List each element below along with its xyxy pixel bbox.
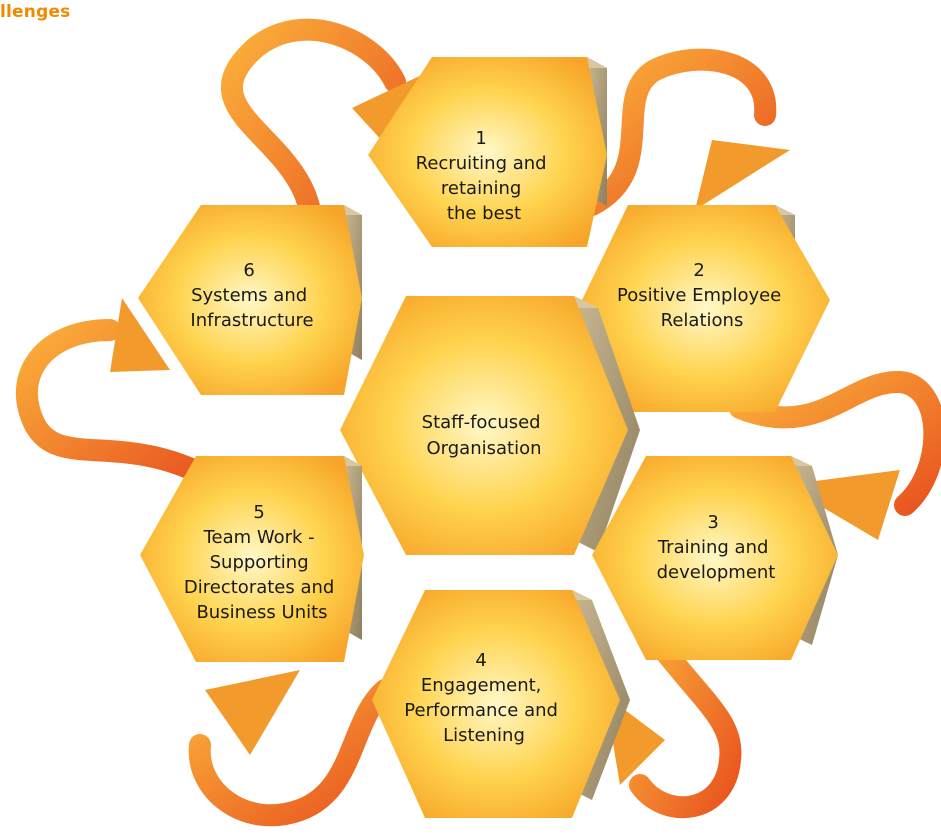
svg-text:Staff-focused Organisa: Staff-focused Organisation <box>422 412 547 459</box>
hexagon-1: 1 Recruiting and retaining the best <box>368 57 607 247</box>
hexagon-3: 3 Training and development <box>592 456 838 660</box>
center-line-2: Organisation <box>426 438 541 459</box>
arrow-3-to-4 <box>629 621 742 819</box>
hexagon-4-line-2: Performance and <box>404 700 558 721</box>
hexagon-2-line-1: Positive Employee <box>617 285 781 306</box>
hexagon-1-line-1: Recruiting and <box>416 153 547 174</box>
hexagon-6-line-1: Systems and <box>191 285 307 306</box>
hexagon-1-text: 1 Recruiting and retaining the best <box>416 128 553 224</box>
hexagon-4-line-1: Engagement, <box>421 675 542 696</box>
arrow-4-to-5 <box>188 679 396 827</box>
hexagon-6-number: 6 <box>243 260 254 281</box>
hexagon-3-number: 3 <box>707 512 718 533</box>
arrowhead-4-to-5 <box>205 670 300 755</box>
svg-text:2 Positive Employee: 2 Positive Employee Relations <box>617 260 787 331</box>
svg-text:4 Engagement,: 4 Engagement, Performance and Listening <box>404 650 563 746</box>
hexagon-5-line-1: Team Work - <box>203 527 315 548</box>
hexagon-center: Staff-focused Organisation <box>340 296 640 555</box>
hexagon-3-line-2: development <box>657 562 776 583</box>
hexagon-5-line-2: Supporting <box>210 552 309 573</box>
svg-text:3 Training and: 3 Training and development <box>657 512 776 583</box>
hexagon-2-number: 2 <box>693 260 704 281</box>
hexagon-1-number: 1 <box>475 128 486 149</box>
center-line-1: Staff-focused <box>422 412 541 433</box>
svg-text:5 Team Work -: 5 Team Work - Supporting Directorates an… <box>184 502 340 623</box>
hexagon-6: 6 Systems and Infrastructure <box>138 205 362 395</box>
hexagon-3-line-1: Training and <box>657 537 769 558</box>
hexagon-2-line-2: Relations <box>661 310 744 331</box>
arrow-5-to-6 <box>15 319 221 489</box>
hexagon-5-line-4: Business Units <box>196 602 327 623</box>
hexagon-5: 5 Team Work - Supporting Directorates an… <box>140 456 364 662</box>
hexagon-1-line-3: the best <box>447 203 521 224</box>
hexagon-4-line-3: Listening <box>443 725 525 746</box>
arrow-6-to-1 <box>220 18 406 259</box>
arrow-2-to-3 <box>729 371 941 516</box>
hexagon-5-line-3: Directorates and <box>184 577 334 598</box>
hexagon-2: 2 Positive Employee Relations <box>582 205 830 412</box>
header-title: llenges <box>0 2 71 22</box>
hexagon-4: 4 Engagement, Performance and Listening <box>372 590 630 818</box>
hexagon-5-number: 5 <box>253 502 264 523</box>
hexagon-1-line-2: retaining <box>441 178 521 199</box>
arrowhead-5-to-6 <box>110 298 170 372</box>
arrowhead-1-to-2 <box>695 140 790 210</box>
hexagon-4-number: 4 <box>475 650 486 671</box>
hexagon-6-line-2: Infrastructure <box>190 310 313 331</box>
arrow-1-to-2 <box>581 48 777 216</box>
svg-text:6 Systems and: 6 Systems and Infrastructure <box>190 260 313 331</box>
